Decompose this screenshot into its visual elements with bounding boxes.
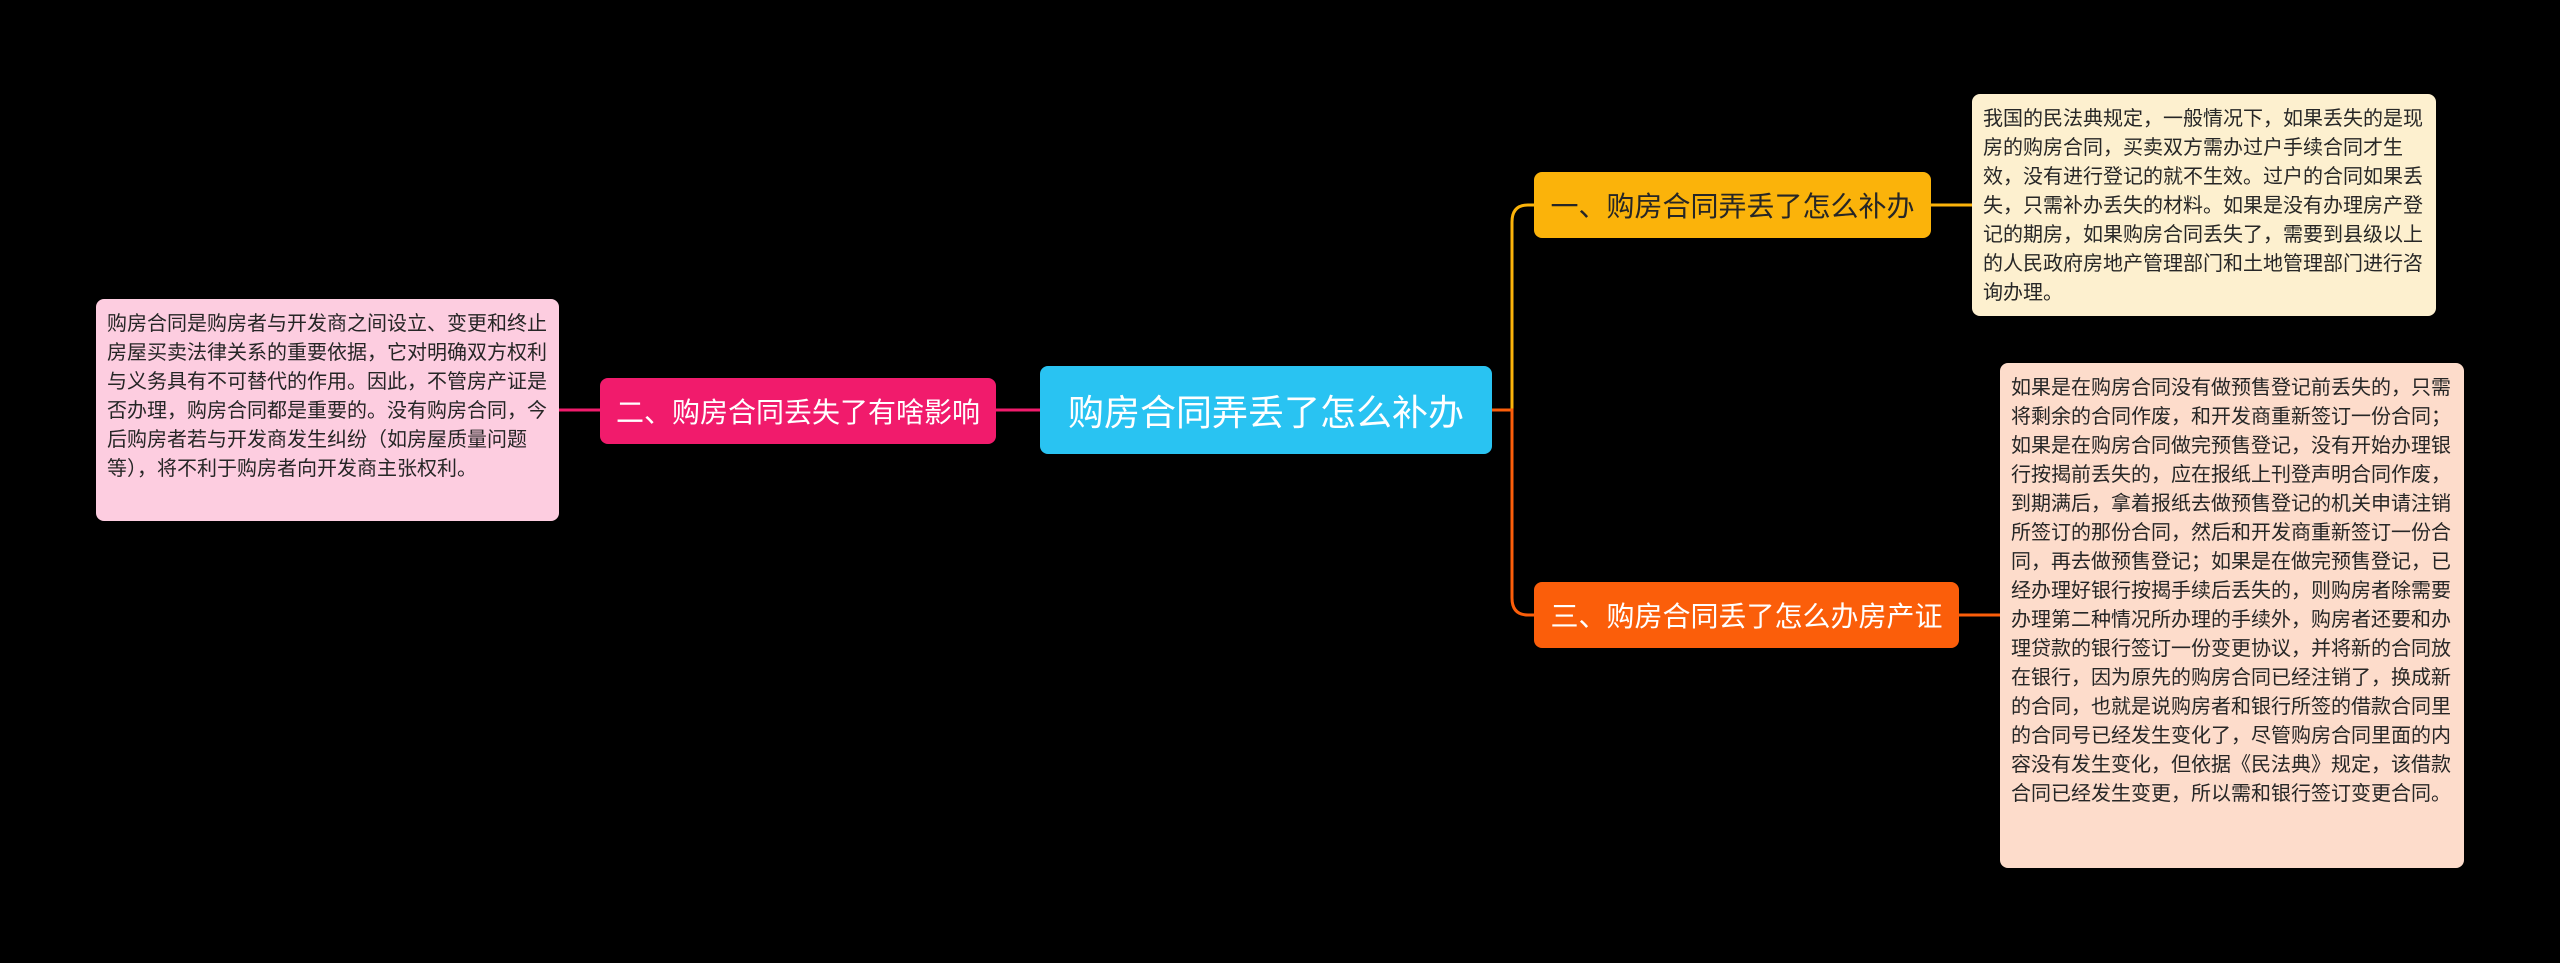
detail-note-3-text: 如果是在购房合同没有做预售登记前丢失的，只需将剩余的合同作废，和开发商重新签订一…: [2011, 375, 2451, 805]
detail-note-3[interactable]: 如果是在购房合同没有做预售登记前丢失的，只需将剩余的合同作废，和开发商重新签订一…: [2000, 363, 2464, 868]
connector-central-branch-1: [1492, 203, 1534, 412]
detail-note-2-text: 购房合同是购房者与开发商之间设立、变更和终止房屋买卖法律关系的重要依据，它对明确…: [107, 311, 547, 480]
branch-node-2-label: 二、购房合同丢失了有啥影响: [615, 396, 980, 429]
central-topic-label: 购房合同弄丢了怎么补办: [1067, 393, 1464, 434]
detail-note-1[interactable]: 我国的民法典规定，一般情况下，如果丢失的是现房的购房合同，买卖双方需办过户手续合…: [1972, 94, 2436, 316]
connector-central-branch-3: [1492, 408, 1534, 617]
branch-node-1[interactable]: 一、购房合同弄丢了怎么补办: [1534, 172, 1931, 238]
detail-note-1-text: 我国的民法典规定，一般情况下，如果丢失的是现房的购房合同，买卖双方需办过户手续合…: [1983, 106, 2423, 304]
detail-note-2[interactable]: 购房合同是购房者与开发商之间设立、变更和终止房屋买卖法律关系的重要依据，它对明确…: [96, 299, 559, 521]
central-topic[interactable]: 购房合同弄丢了怎么补办: [1040, 366, 1492, 454]
branch-node-1-label: 一、购房合同弄丢了怎么补办: [1550, 190, 1915, 223]
branch-node-3-label: 三、购房合同丢了怎么办房产证: [1550, 600, 1943, 633]
branch-node-2[interactable]: 二、购房合同丢失了有啥影响: [600, 378, 996, 444]
branch-node-3[interactable]: 三、购房合同丢了怎么办房产证: [1534, 582, 1959, 648]
